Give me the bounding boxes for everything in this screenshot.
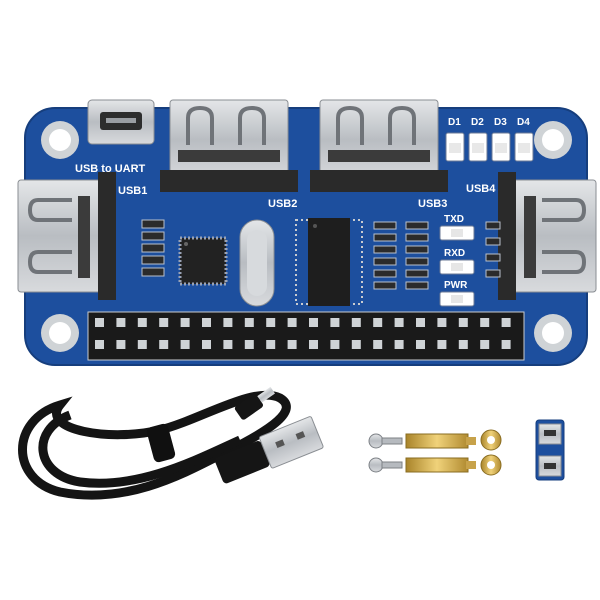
label-usb1: USB1: [118, 185, 147, 197]
gpio-pin: [501, 318, 511, 327]
label-usb-uart: USB to UART: [75, 163, 146, 175]
gpio-pin: [309, 318, 318, 327]
gpio-pin: [159, 340, 169, 349]
gpio-pin: [116, 318, 126, 327]
gpio-pin: [180, 318, 190, 327]
label-d1: D1: [448, 117, 461, 128]
gpio-pin: [287, 318, 297, 327]
gpio-pin: [351, 340, 361, 349]
gpio-pin: [330, 318, 340, 327]
gpio-pin: [309, 340, 318, 349]
mounting-holes: [41, 121, 572, 352]
led-row: [445, 132, 534, 162]
gpio-pin: [480, 340, 490, 349]
gpio-pin: [330, 340, 340, 349]
gpio-pin: [480, 318, 490, 327]
gpio-pin: [244, 340, 254, 349]
label-d2: D2: [471, 117, 484, 128]
gpio-pin: [95, 340, 104, 349]
gpio-pin: [437, 340, 447, 349]
label-pwr: PWR: [444, 280, 468, 291]
standoff-bottom: [405, 457, 476, 473]
gpio-pin: [351, 318, 361, 327]
mounting-hardware: [368, 429, 502, 476]
gpio-pin: [95, 318, 104, 327]
usb-a-plug-body: [214, 441, 270, 484]
label-usb2: USB2: [268, 198, 297, 210]
gpio-pin: [373, 340, 383, 349]
label-d4: D4: [517, 117, 530, 128]
gpio-pin: [202, 340, 211, 349]
gpio-pin: [416, 318, 425, 327]
usb4-port: [498, 172, 597, 300]
gpio-pin: [223, 318, 233, 327]
gpio-pin: [373, 318, 383, 327]
gpio-pin: [394, 318, 404, 327]
ferrite-bead: [146, 423, 176, 463]
usb1-port: [17, 172, 116, 300]
gpio-pin: [266, 340, 276, 349]
gpio-pin: [416, 340, 425, 349]
usb3-port: [310, 99, 448, 192]
gpio-pin: [266, 318, 276, 327]
gpio-pin: [287, 340, 297, 349]
usb-cable: [18, 386, 324, 500]
gpio-pin: [458, 340, 468, 349]
micro-usb-port: [87, 99, 155, 145]
label-d3: D3: [494, 117, 507, 128]
crystal-oscillator: [239, 219, 275, 307]
gpio-header: [87, 311, 525, 361]
hub-board: USB to UART USB2 USB3 USB1: [17, 99, 597, 366]
passive-components: [141, 219, 501, 290]
nut-bottom: [480, 454, 502, 476]
label-usb4: USB4: [466, 183, 496, 195]
label-usb3: USB3: [418, 198, 447, 210]
gpio-pin: [137, 318, 147, 327]
nut-top: [480, 429, 502, 451]
gpio-pin: [458, 318, 468, 327]
hub-controller-chip: [295, 218, 363, 306]
gpio-pin: [180, 340, 190, 349]
status-leds: [439, 225, 475, 307]
qfn-chip: [178, 236, 228, 286]
gpio-pin: [244, 318, 254, 327]
usb-adapter: [535, 419, 565, 481]
label-txd: TXD: [444, 214, 464, 225]
gpio-pin: [223, 340, 233, 349]
gpio-pin: [394, 340, 404, 349]
gpio-pin: [501, 340, 511, 349]
gpio-pin: [437, 318, 447, 327]
gpio-pin: [159, 318, 169, 327]
usb2-port: [160, 99, 298, 192]
gpio-pin: [202, 318, 211, 327]
screw-bottom: [368, 457, 403, 473]
gpio-pin: [116, 340, 126, 349]
screw-top: [368, 433, 403, 449]
label-rxd: RXD: [444, 248, 465, 259]
standoff-top: [405, 433, 476, 449]
gpio-pin: [137, 340, 147, 349]
